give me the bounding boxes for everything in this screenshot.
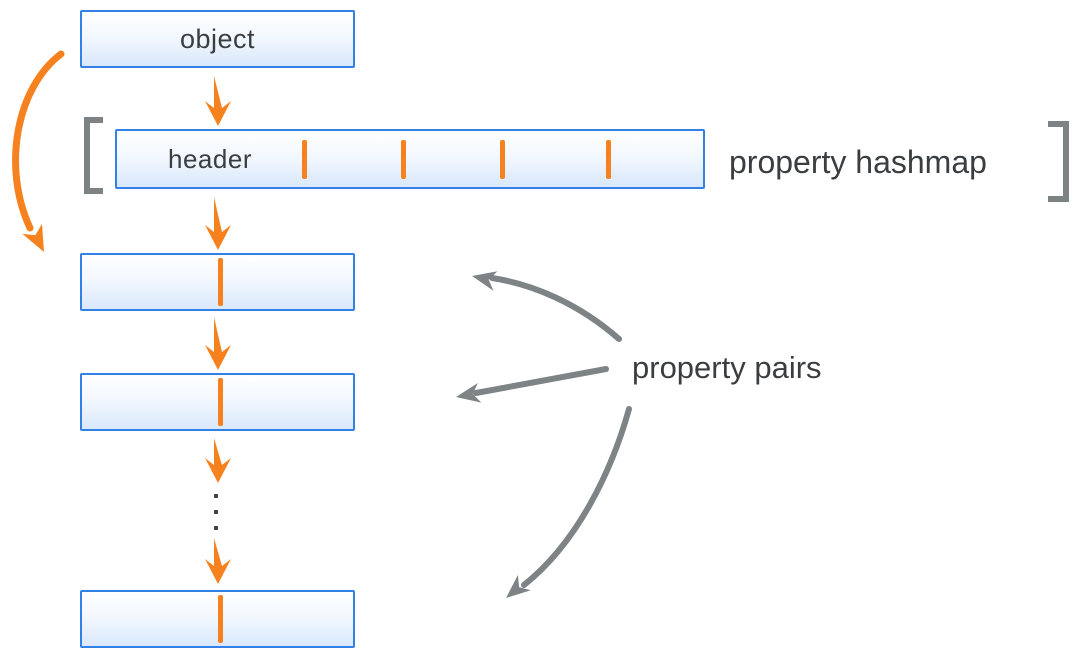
object-to-header-arrow-icon: [205, 76, 231, 126]
hashmap-divider-tick: [401, 140, 406, 179]
header-cell-label: header: [168, 143, 252, 174]
property-pair-node-2: [80, 373, 355, 431]
property-hashmap-node: header: [115, 129, 705, 189]
pair-divider-tick: [218, 378, 223, 426]
ellipsis-to-pair3-arrow-icon: [205, 538, 231, 584]
pairs-pointer-bottom-arrow-icon: [506, 406, 632, 598]
object-to-pairs-curved-arrow-icon: [12, 50, 65, 252]
pair-divider-tick: [218, 595, 223, 643]
hashmap-divider-tick: [500, 140, 505, 179]
hashmap-divider-tick: [606, 140, 611, 179]
hashmap-divider-tick: [302, 140, 307, 179]
property-pairs-annotation: property pairs: [632, 350, 822, 385]
property-pair-node-3: [80, 590, 355, 648]
property-hashmap-annotation: property hashmap: [729, 144, 987, 180]
pairs-pointer-middle-arrow-icon: [456, 366, 609, 403]
pairs-pointer-top-arrow-icon: [472, 271, 622, 342]
header-to-pair1-arrow-icon: [205, 197, 231, 250]
property-pair-node-1: [80, 253, 355, 311]
right-bracket-icon: [1048, 121, 1069, 202]
pair1-to-pair2-arrow-icon: [205, 317, 231, 370]
pair-divider-tick: [218, 258, 223, 306]
object-node-label: object: [179, 23, 256, 54]
object-node: object: [80, 10, 355, 68]
vertical-ellipsis-dot: [214, 526, 218, 530]
left-bracket-icon: [84, 117, 103, 194]
pair2-to-ellipsis-arrow-icon: [205, 438, 231, 483]
vertical-ellipsis-dot: [214, 494, 218, 498]
vertical-ellipsis-dot: [214, 510, 218, 514]
